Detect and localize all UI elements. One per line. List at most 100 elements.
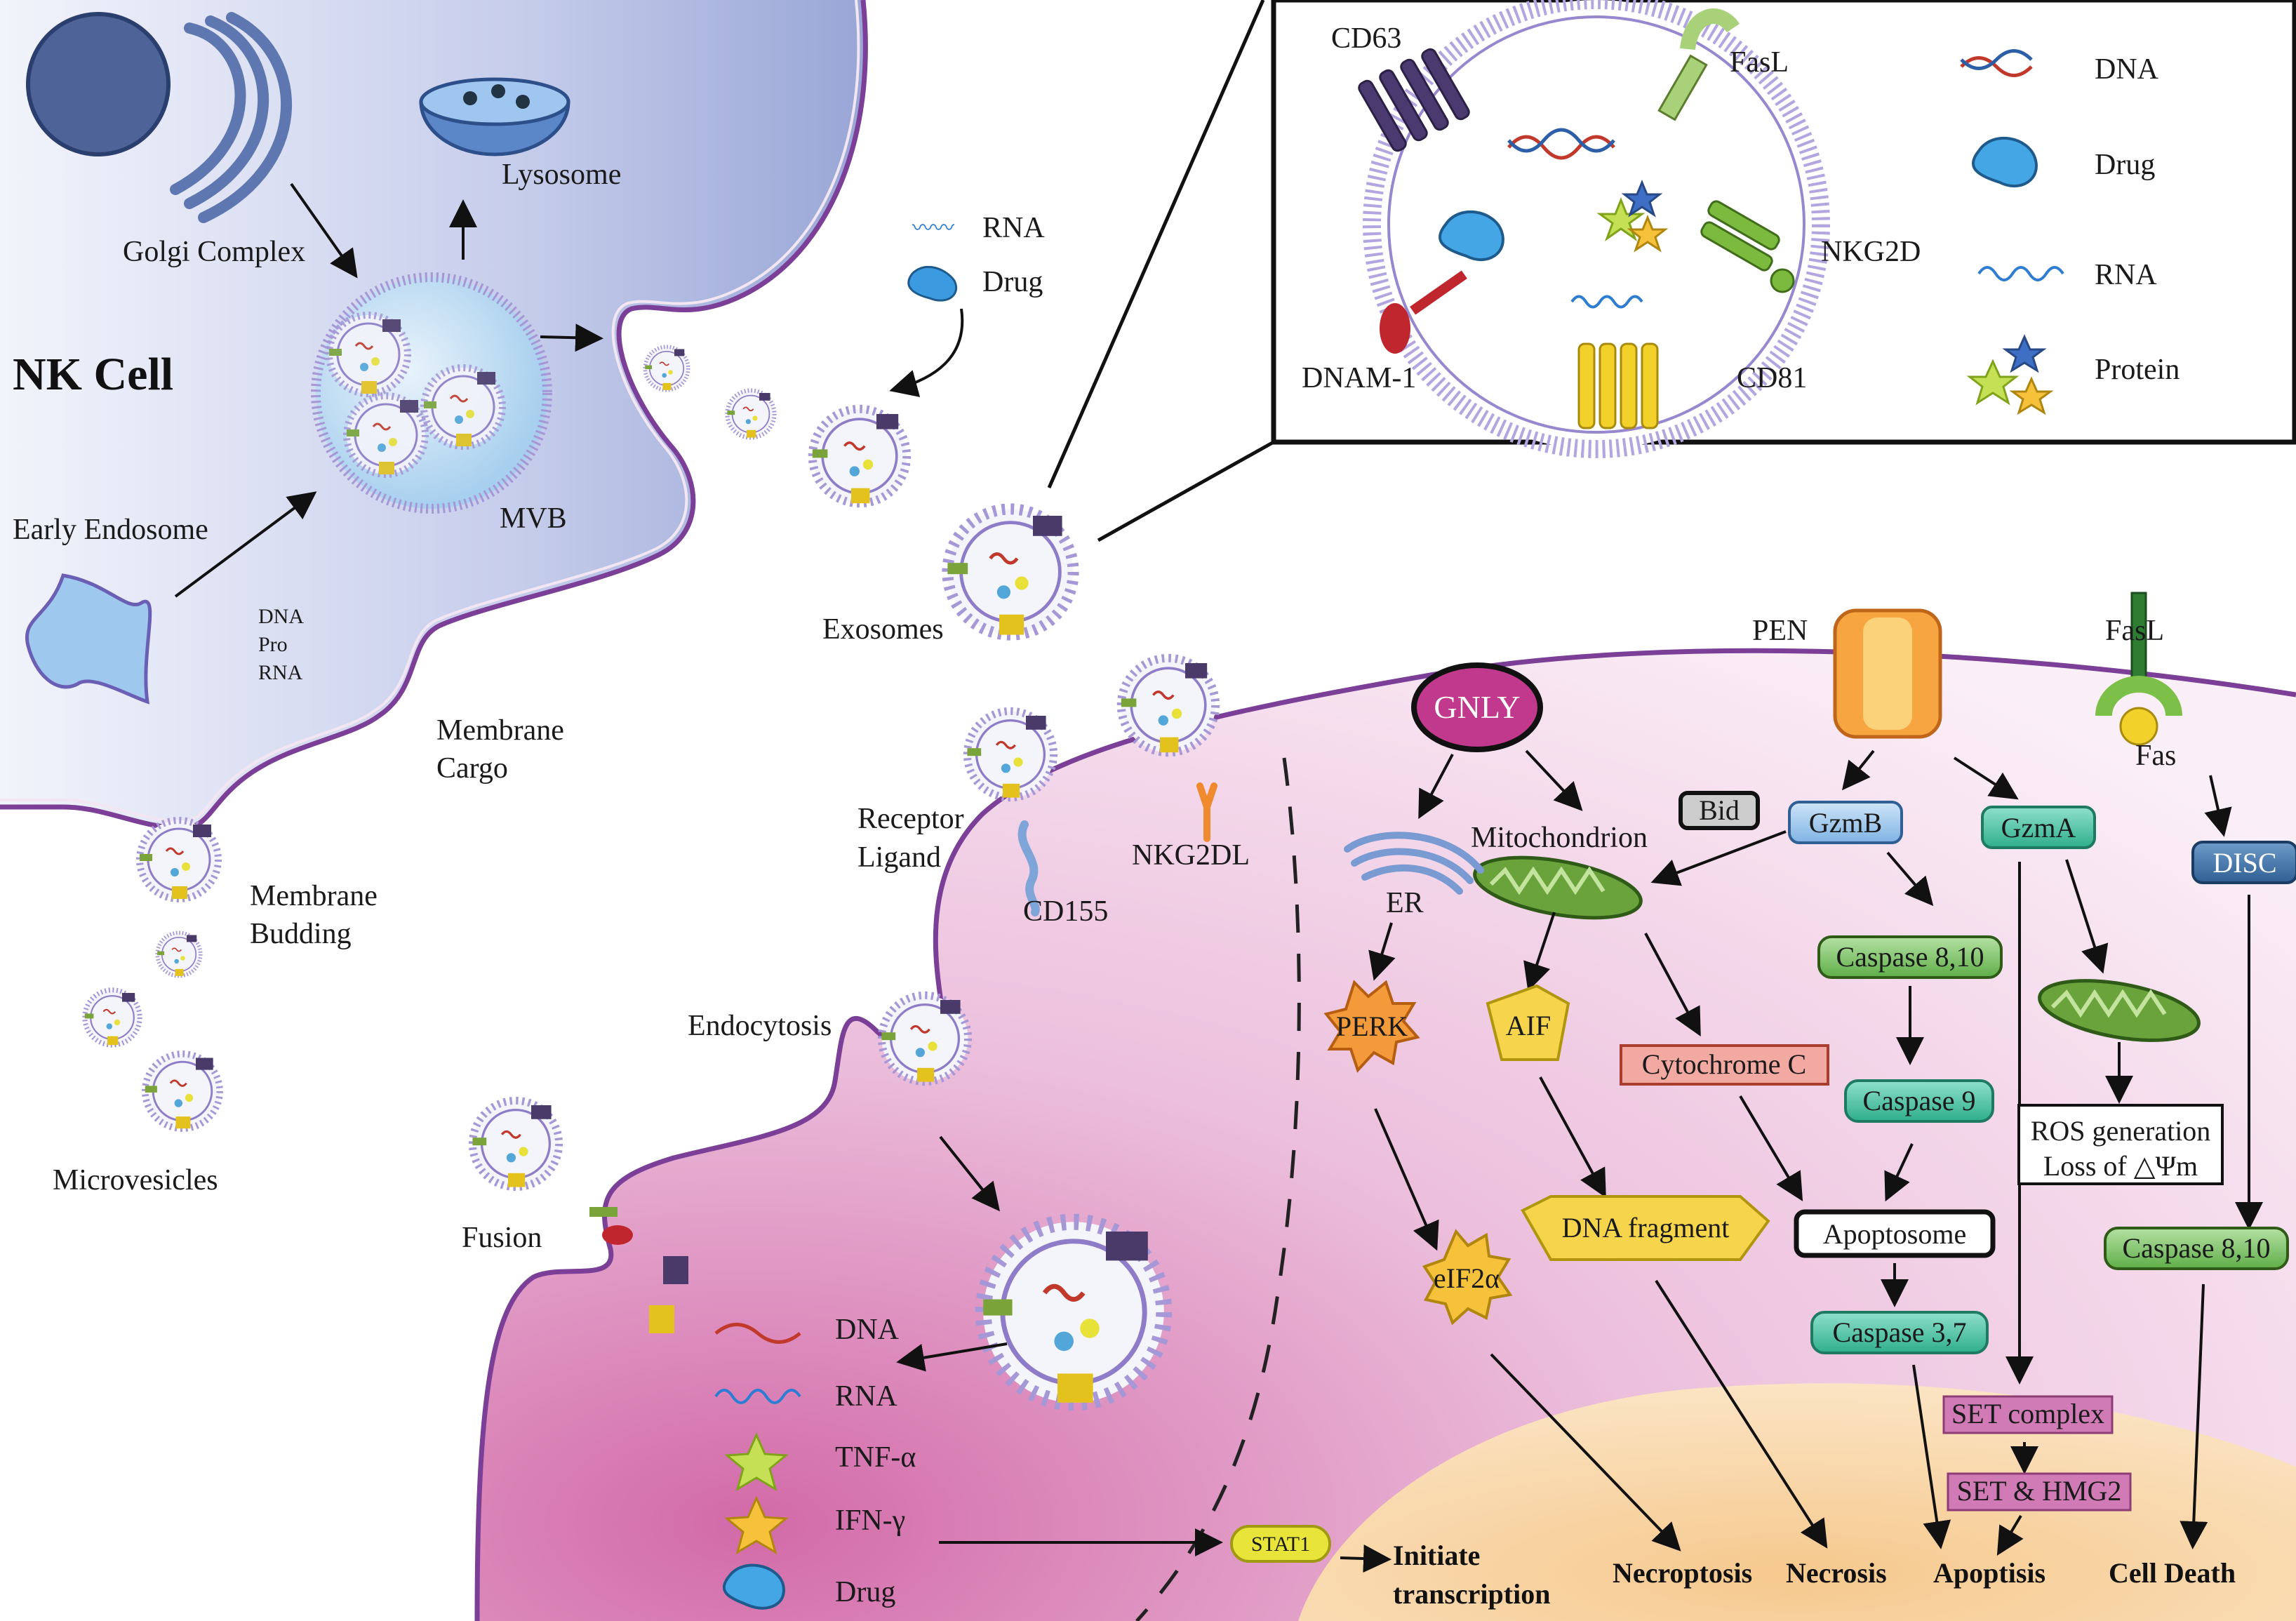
legend-dna-icon <box>1960 56 2033 77</box>
fasl-inset-label: FasL <box>1730 46 1789 79</box>
legend-protein-icon <box>1966 334 2054 415</box>
perk-node <box>1323 980 1420 1073</box>
drug-icon <box>907 265 957 302</box>
early-endosome-label: Early Endosome <box>13 514 208 546</box>
ifn-gamma-icon <box>724 1495 789 1555</box>
microvesicle-icon-2 <box>145 1054 220 1128</box>
gnly-node <box>1411 662 1543 752</box>
disc-box <box>2191 841 2296 884</box>
cargo-drug-icon <box>723 1563 785 1610</box>
fusion-vesicle-icon <box>472 1100 559 1187</box>
receptor-label-2: Ligand <box>857 841 941 874</box>
dna-fragment-node <box>1521 1195 1770 1261</box>
microvesicles-label: Microvesicles <box>53 1164 218 1196</box>
gzma-box <box>1981 806 2096 849</box>
nk-cell: Golgi Complex Lysosome MVB NK Cell Early… <box>0 0 868 1196</box>
set-complex-label: SET complex <box>1951 1398 2104 1429</box>
outcome-necroptosis: Necroptosis <box>1613 1557 1752 1589</box>
exo-rna-label: RNA <box>982 212 1045 244</box>
endosome-large-icon <box>983 1222 1164 1403</box>
bid-box <box>1678 791 1760 830</box>
inset-drug-icon <box>1439 211 1504 261</box>
cd63-label: CD63 <box>1331 22 1401 55</box>
gzma-label: GzmA <box>2001 812 2076 843</box>
caspase-9-label: Caspase 9 <box>1862 1085 1975 1116</box>
cargo-ifn-label: IFN-γ <box>835 1505 905 1537</box>
microvesicle-icon-1 <box>85 990 140 1045</box>
nkg2d-label: NKG2D <box>1821 236 1921 268</box>
cargo-dna-label: DNA <box>835 1314 900 1346</box>
cargo-drug-label: Drug <box>835 1576 895 1608</box>
nkg2dl-vesicle-icon <box>1121 658 1215 752</box>
cd155-label: CD155 <box>1023 895 1108 928</box>
exosome-icon-1 <box>813 409 907 503</box>
ros-label-1: ROS generation <box>2031 1115 2211 1147</box>
cd81-icon <box>1577 342 1659 429</box>
granule-icon <box>26 12 171 156</box>
legend-dna-label: DNA <box>2095 53 2159 86</box>
legend-protein-label: Protein <box>2095 354 2180 386</box>
exosomes-label: Exosomes <box>822 613 944 646</box>
nkg2dl-icon <box>1196 782 1217 842</box>
gzmb-box <box>1788 801 1903 844</box>
nk-cell-title: NK Cell <box>13 349 173 400</box>
exosome-inset: CD63 FasL NKG2D DNAM-1 CD81 <box>1271 0 2296 458</box>
fused-proteins-icon <box>589 1207 688 1333</box>
pen-label: PEN <box>1752 615 1808 647</box>
caspase-9-box <box>1844 1079 1994 1123</box>
apoptosome-box <box>1794 1209 1996 1258</box>
inset-rna-icon <box>1570 295 1643 309</box>
rna-wave-icon: 〰〰 <box>912 217 954 240</box>
caspase-3-7-box <box>1810 1311 1989 1354</box>
membrane-budding-label-1: Membrane <box>250 880 378 912</box>
fasl-fas-icon <box>2095 592 2182 746</box>
inset-dna-icon <box>1507 135 1615 160</box>
cargo-rna-icon <box>714 1389 801 1404</box>
perk-label: PERK <box>1336 1010 1408 1042</box>
lysosome-icon <box>419 77 570 156</box>
caspase-8-10-a-box <box>1817 935 2003 979</box>
ros-label-2: Loss of △Ψm <box>2043 1150 2198 1182</box>
dnam1-label: DNAM-1 <box>1302 362 1416 394</box>
exosome-region: 〰〰 RNA Drug Exosomes <box>645 0 1275 646</box>
rna-small-label: RNA <box>258 661 303 684</box>
aif-node <box>1486 984 1570 1061</box>
er-icon <box>1344 832 1484 895</box>
initiate-label-1: Initiate <box>1393 1540 1480 1571</box>
gnly-label: GNLY <box>1434 689 1520 725</box>
caspase-8-10-b-label: Caspase 8,10 <box>2122 1232 2270 1264</box>
outcome-necrosis: Necrosis <box>1786 1557 1887 1589</box>
fasl-icon <box>1657 8 1740 121</box>
nk-cell-membrane <box>0 0 868 831</box>
endocytosis-label: Endocytosis <box>688 1010 832 1042</box>
pathways: GNLY PEN FasL Fas Bid Mitochondrion <box>1323 592 2296 1589</box>
cargo-rna-label: RNA <box>835 1380 897 1413</box>
caspase-8-10-b-box <box>2104 1227 2289 1270</box>
membrane-budding-label-2: Budding <box>250 918 352 950</box>
outcome-cell-death: Cell Death <box>2109 1557 2236 1589</box>
nkg2d-icon <box>1700 200 1795 293</box>
legend-rna-icon <box>1977 266 2064 281</box>
caspase-8-10-a-label: Caspase 8,10 <box>1836 941 1984 973</box>
exo-drug-label: Drug <box>982 266 1043 298</box>
bid-label: Bid <box>1699 794 1740 826</box>
stat1-label: STAT1 <box>1251 1533 1310 1556</box>
caspase-3-7-label: Caspase 3,7 <box>1832 1316 1966 1348</box>
nkg2dl-label: NKG2DL <box>1132 839 1250 872</box>
fas-label: Fas <box>2135 740 2176 772</box>
pen-icon <box>1833 608 1942 739</box>
dnam1-icon <box>1380 270 1467 354</box>
cd63-icon <box>1358 48 1470 152</box>
aif-label: AIF <box>1506 1010 1551 1041</box>
set-hmg2-label: SET & HMG2 <box>1957 1475 2122 1507</box>
cd81-label: CD81 <box>1737 362 1807 394</box>
apoptosome-label: Apoptosome <box>1823 1218 1966 1250</box>
eif2a-node <box>1422 1229 1513 1326</box>
cargo-tnf-label: TNF-α <box>835 1441 916 1474</box>
receptor-label-1: Receptor <box>857 803 964 835</box>
dna-small-label: DNA <box>258 605 304 628</box>
set-hmg2-box <box>1947 1472 2132 1512</box>
mitochondrion-label: Mitochondrion <box>1471 822 1648 854</box>
budding-vesicle-icon <box>140 820 218 899</box>
mvb-label: MVB <box>500 502 567 535</box>
